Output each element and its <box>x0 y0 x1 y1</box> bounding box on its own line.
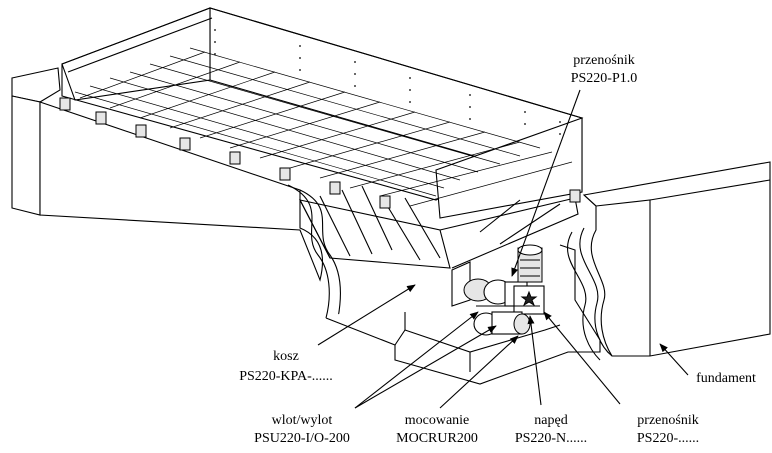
label-inlet-1: wlot/wylot <box>272 413 333 428</box>
labels: przenośnik PS220-P1.0 kosz PS220-KPA-...… <box>239 53 756 446</box>
label-foundation: fundament <box>696 371 756 386</box>
leader-inlet-2 <box>354 325 497 409</box>
leader-conveyor-bottom <box>543 311 621 405</box>
label-conveyor-bottom-1: przenośnik <box>637 413 698 428</box>
support-frames <box>298 185 579 269</box>
conveyor-slats <box>74 47 573 207</box>
label-drive-2: PS220-N...... <box>515 431 587 446</box>
label-drive-1: napęd <box>534 413 567 428</box>
label-basket-1: kosz <box>273 349 299 364</box>
leader-foundation <box>659 343 689 376</box>
leader-inlet-1 <box>354 311 479 409</box>
bracket-blocks <box>59 97 581 209</box>
label-inlet-2: PSU220-I/O-200 <box>254 431 350 446</box>
leader-conveyor-top <box>511 89 581 277</box>
leader-drive <box>527 315 542 406</box>
leader-mount <box>439 335 519 409</box>
label-conveyor-bottom-2: PS220-...... <box>637 431 699 446</box>
label-mount-2: MOCRUR200 <box>396 431 478 446</box>
drive-assembly <box>451 244 545 336</box>
label-basket-2: PS220-KPA-...... <box>239 369 333 384</box>
label-conveyor-top-1: przenośnik <box>573 53 634 68</box>
leader-lines <box>317 89 689 409</box>
hopper-basket <box>59 7 584 269</box>
leader-basket <box>317 284 416 346</box>
bolt-holes <box>214 29 561 135</box>
label-conveyor-top-2: PS220-P1.0 <box>571 71 638 86</box>
label-mount-1: mocowanie <box>405 413 470 428</box>
